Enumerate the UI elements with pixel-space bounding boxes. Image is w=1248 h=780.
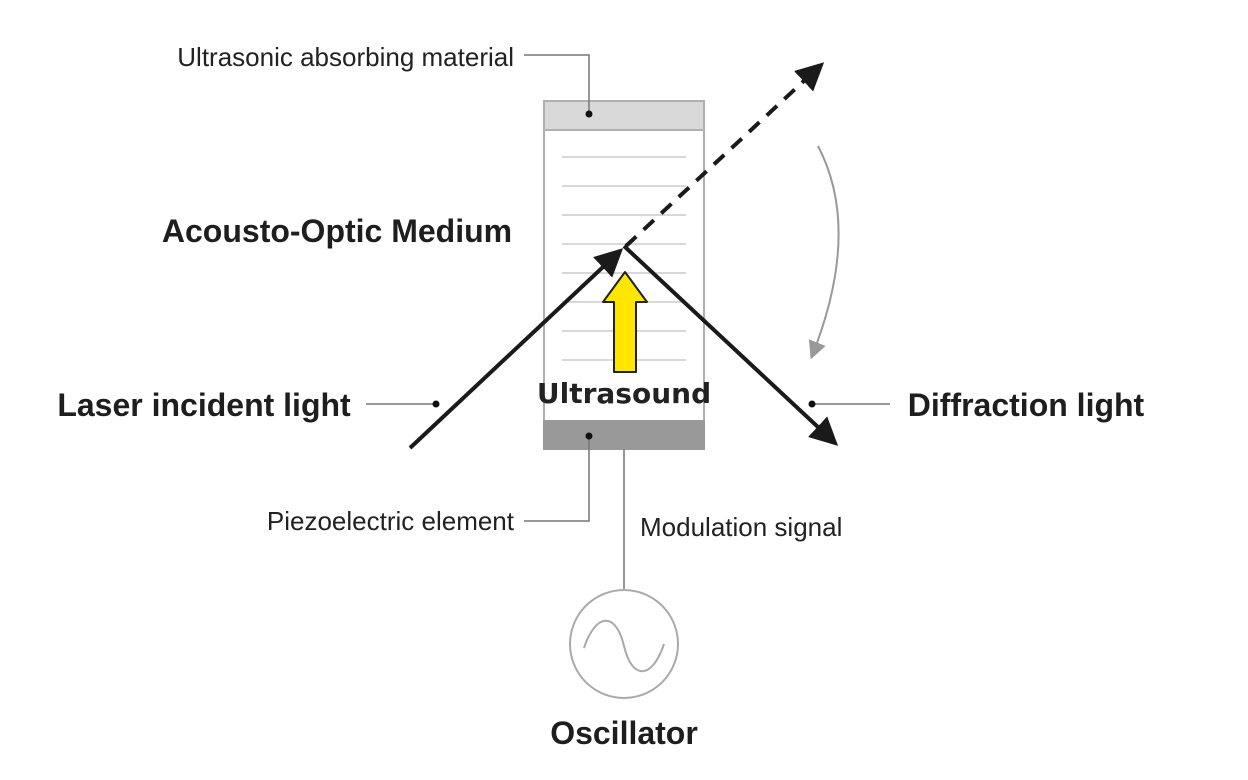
ultrasound-label: Ultrasound [537, 377, 711, 410]
piezo-label: Piezoelectric element [267, 506, 515, 536]
incident-dot [432, 400, 440, 408]
absorber-leader [524, 54, 590, 114]
modulation-label: Modulation signal [640, 512, 842, 542]
incident-beam [408, 248, 624, 450]
ultrasound-arrow [602, 271, 648, 373]
medium-label: Acousto-Optic Medium [162, 213, 512, 249]
ultrasonic-absorber [543, 100, 705, 131]
diffraction-label: Diffraction light [908, 387, 1145, 423]
zero-order-beam-dashed [624, 62, 825, 248]
piezo-leader [524, 436, 590, 522]
piezo-dot [585, 432, 593, 440]
absorber-label: Ultrasonic absorbing material [177, 42, 514, 72]
piezoelectric-element [543, 420, 705, 450]
absorber-dot [585, 110, 593, 118]
leader-lines [366, 54, 890, 592]
incident-label: Laser incident light [57, 387, 351, 423]
diffraction-dot [808, 400, 816, 408]
diffracted-beam [622, 244, 839, 446]
leader-dots [432, 110, 816, 440]
oscillator-label: Oscillator [550, 715, 698, 751]
deflection-curve-arrow [808, 145, 840, 360]
sine-wave-icon [583, 619, 665, 673]
